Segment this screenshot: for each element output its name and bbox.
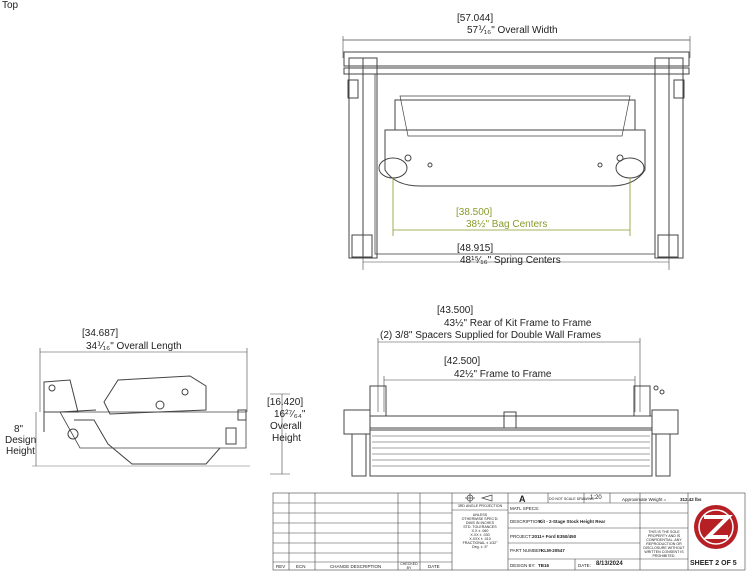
project-value: 2011+ Ford E350/450 — [532, 534, 577, 539]
part-number-label: PART NUMBER: — [510, 548, 544, 553]
tolerance-line: FRACTIONAL ± 1/32" — [462, 541, 498, 545]
overall-length-label: 34⅟₁₆" Overall Length — [86, 341, 182, 352]
frame-decimal: [42.500] — [444, 356, 481, 367]
description-label: DESCRIPTION: — [510, 519, 543, 524]
design-height-label-1: Design — [5, 435, 37, 446]
company-logo — [694, 505, 738, 549]
proprietary-note: THIS IS THE SOLE PROPERTY AND IS CONFIDE… — [643, 530, 685, 558]
spacer-note: (2) 3/8" Spacers Supplied for Double Wal… — [380, 330, 602, 341]
project-label: PROJECT: — [510, 534, 532, 539]
do-not-scale-note: DO NOT SCALE DRAWING — [549, 497, 594, 501]
weight-label: Approximate Weight = — [622, 497, 667, 502]
spring-centers-decimal: [48.915] — [457, 243, 494, 254]
bag-centers-label: 38½" Bag Centers — [466, 219, 548, 230]
checked-by-header: CHECKED BY — [400, 562, 418, 570]
tolerance-line: DIMS IN INCHES — [465, 521, 495, 525]
tolerance-block: UNLESS OTHERWISE SPEC'D: DIMS IN INCHES … — [454, 513, 506, 549]
overall-height-fraction: 16²⁷⁄₆₄" — [274, 409, 306, 420]
sheet-corner-label: Top — [2, 0, 19, 11]
rear-frame-label: 43½" Rear of Kit Frame to Frame — [444, 318, 592, 329]
design-by-value: TB16 — [538, 563, 550, 568]
scale-value: 1:20 — [590, 495, 602, 501]
tolerance-line: X.X ± .060 — [471, 529, 489, 533]
tolerance-line: OTHERWISE SPEC'D: — [461, 517, 499, 521]
part-number-value: KLM-20547 — [541, 548, 565, 553]
spring-centers-label: 48¹⁵⁄₁₆" Spring Centers — [460, 255, 561, 266]
matl-specs-label: MATL SPECS: — [510, 506, 540, 511]
third-angle-label: 3RD ANGLE PROJECTION — [457, 504, 503, 508]
third-angle-projection-icon — [465, 493, 493, 503]
date-value: 8/13/2024 — [596, 561, 623, 567]
overall-length-decimal: [34.687] — [82, 328, 119, 339]
side-view — [32, 348, 290, 475]
overall-width-label: 57⅟₁₆" Overall Width — [467, 25, 558, 36]
rev-header: REV — [276, 564, 286, 569]
title-block-grid — [272, 492, 746, 571]
design-height-label-2: Height — [6, 446, 35, 457]
bag-centers-dim — [392, 178, 631, 236]
overall-height-label-2: Height — [272, 433, 301, 444]
tolerance-line: Deg. ± .5° — [472, 545, 488, 549]
design-by-label: DESIGN BY: — [510, 563, 536, 568]
tolerance-line: X.XX ± .030 — [470, 533, 490, 537]
rear-view — [343, 338, 679, 477]
date-header: DATE — [428, 564, 440, 569]
change-description-header: CHANGE DESCRIPTION — [330, 564, 382, 569]
rear-frame-decimal: [43.500] — [437, 305, 474, 316]
tolerance-line: STD. TOLERANCES — [463, 525, 497, 529]
date-label: DATE: — [578, 563, 591, 568]
tolerance-line: UNLESS — [472, 513, 488, 517]
frame-label: 42½" Frame to Frame — [454, 369, 552, 380]
design-height-value: 8" — [14, 424, 24, 435]
overall-height-decimal: [16.420] — [267, 397, 304, 408]
overall-height-label-1: Overall — [270, 421, 302, 432]
sheet-number: SHEET 2 OF 5 — [690, 560, 737, 567]
bag-centers-decimal: [38.500] — [456, 207, 493, 218]
ecn-header: ECN — [296, 564, 306, 569]
weight-value: 312.42 lbs — [680, 497, 702, 502]
sheet-size: A — [519, 494, 526, 504]
overall-width-decimal: [57.044] — [457, 13, 494, 24]
tolerance-line: X.XXX ± .010 — [469, 537, 491, 541]
top-view — [342, 36, 691, 270]
description-value: Kit - 2-Stage Stock Height Rear — [539, 519, 606, 524]
